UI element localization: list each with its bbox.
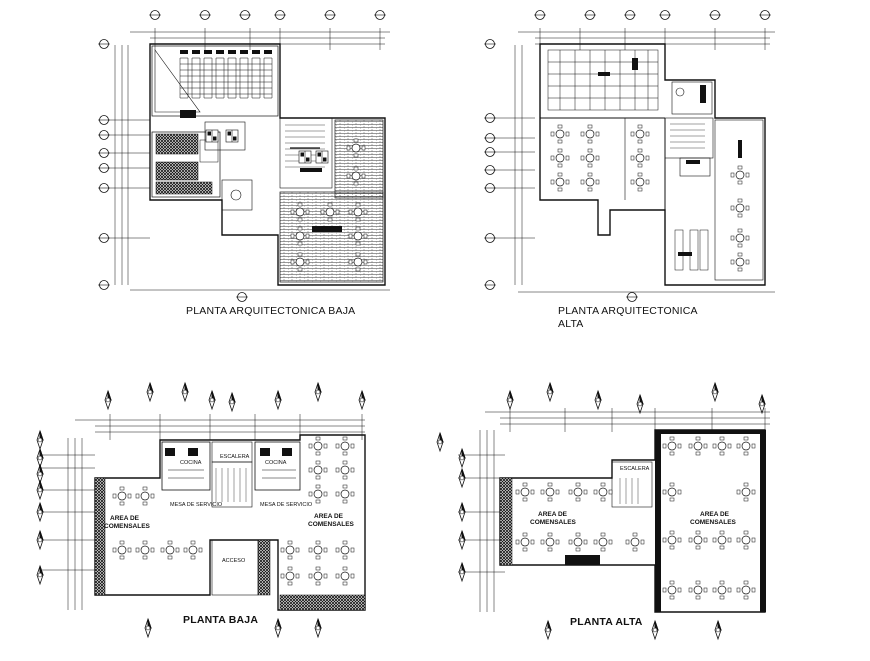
- plan-1-planta-arquitectonica-baja: [97, 10, 390, 302]
- label-dining-right-1: AREA DE: [314, 513, 344, 520]
- label-dining-upper-right-1: AREA DE: [700, 511, 730, 518]
- label-service-right: MESA DE SERVICIO: [260, 502, 313, 508]
- plan-2-title-line2: ALTA: [558, 318, 584, 330]
- plan-3-room-labels: COCINA COCINA ESCALERA MESA DE SERVICIO …: [104, 454, 355, 564]
- label-dining-upper-left-1: AREA DE: [538, 511, 568, 518]
- label-kitchen-right: COCINA: [265, 460, 287, 466]
- label-dining-right-2: COMENSALES: [308, 521, 355, 528]
- plan-4-title: PLANTA ALTA: [570, 616, 643, 628]
- plan-2-planta-arquitectonica-alta: [483, 10, 775, 302]
- label-dining-upper-left-2: COMENSALES: [530, 519, 577, 526]
- label-stair-upper: ESCALERA: [620, 466, 650, 472]
- plan-4-planta-alta: [436, 382, 770, 640]
- label-kitchen-left: COCINA: [180, 460, 202, 466]
- label-dining-left-1: AREA DE: [110, 515, 140, 522]
- label-access: ACCESO: [222, 558, 246, 564]
- label-stair: ESCALERA: [220, 454, 250, 460]
- label-dining-left-2: COMENSALES: [104, 523, 151, 530]
- label-dining-upper-right-2: COMENSALES: [690, 519, 737, 526]
- plan-4-room-labels: ESCALERA AREA DE COMENSALES AREA DE COME…: [530, 466, 737, 526]
- plan-2-title-line1: PLANTA ARQUITECTONICA: [558, 305, 698, 317]
- plan-1-title: PLANTA ARQUITECTONICA BAJA: [186, 305, 356, 317]
- plan-3-planta-baja: [36, 382, 366, 638]
- plan-3-title: PLANTA BAJA: [183, 614, 259, 626]
- label-service-left: MESA DE SERVICIO: [170, 502, 223, 508]
